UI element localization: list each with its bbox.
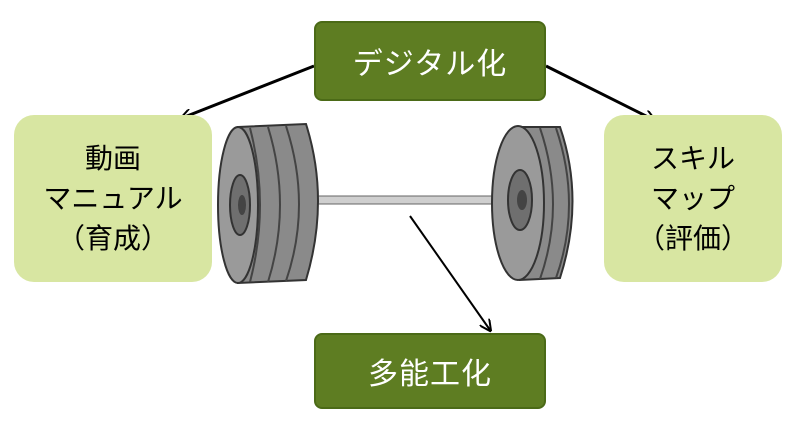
node-multiskilling-label: 多能工化 <box>368 357 492 392</box>
arrow-top-to-left <box>182 64 315 118</box>
node-digitalization: デジタル化 <box>314 21 546 101</box>
node-video-manual-line-2: マニュアル <box>43 181 183 215</box>
node-digitalization-label: デジタル化 <box>352 47 508 82</box>
right-tire-icon <box>491 125 574 282</box>
node-video-manual-line-3: （育成） <box>56 221 169 255</box>
wheel-axle-illustration <box>217 122 574 285</box>
arrow-axle-to-bottom <box>409 215 490 330</box>
node-skill-map: スキル マップ （評価） <box>604 115 782 282</box>
node-multiskilling: 多能工化 <box>314 333 546 409</box>
left-tire-icon <box>217 122 319 285</box>
node-skill-map-line-1: スキル <box>650 141 735 175</box>
node-skill-map-line-2: マップ <box>650 181 735 215</box>
node-skill-map-line-3: （評価） <box>636 221 749 255</box>
node-video-manual-line-1: 動画 <box>84 141 141 175</box>
node-video-manual: 動画 マニュアル （育成） <box>14 115 212 282</box>
arrow-top-to-right <box>545 64 654 120</box>
